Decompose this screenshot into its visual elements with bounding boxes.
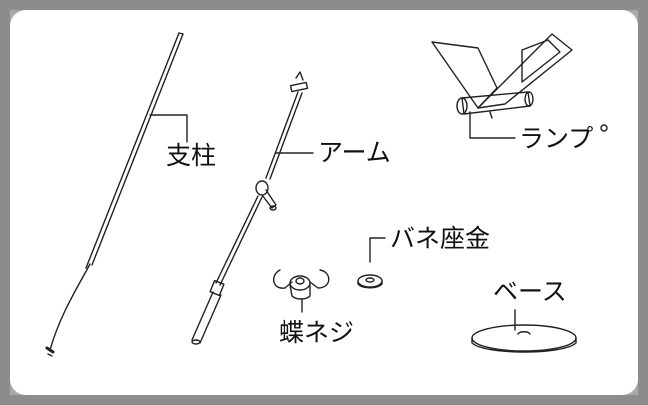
lamp-ring [600, 124, 608, 132]
spring-washer-leader [369, 237, 386, 263]
arm-label: アーム [318, 138, 391, 167]
wing-nut-label: 蝶ネジ [279, 318, 355, 347]
spring-washer-label: バネ座金 [390, 224, 491, 253]
pole-part [45, 32, 184, 357]
lamp-leader [469, 111, 516, 139]
lamp-label: ランプ [519, 124, 594, 153]
parts-panel [10, 10, 638, 395]
lamp-part [431, 33, 573, 119]
base-label: ベース [493, 277, 567, 306]
base-part [471, 324, 577, 353]
wing-nut-part [273, 269, 330, 300]
pole-leader [149, 114, 188, 143]
arm-part [191, 71, 309, 345]
pole-label: 支柱 [166, 141, 217, 170]
spring-washer-part [357, 274, 383, 289]
